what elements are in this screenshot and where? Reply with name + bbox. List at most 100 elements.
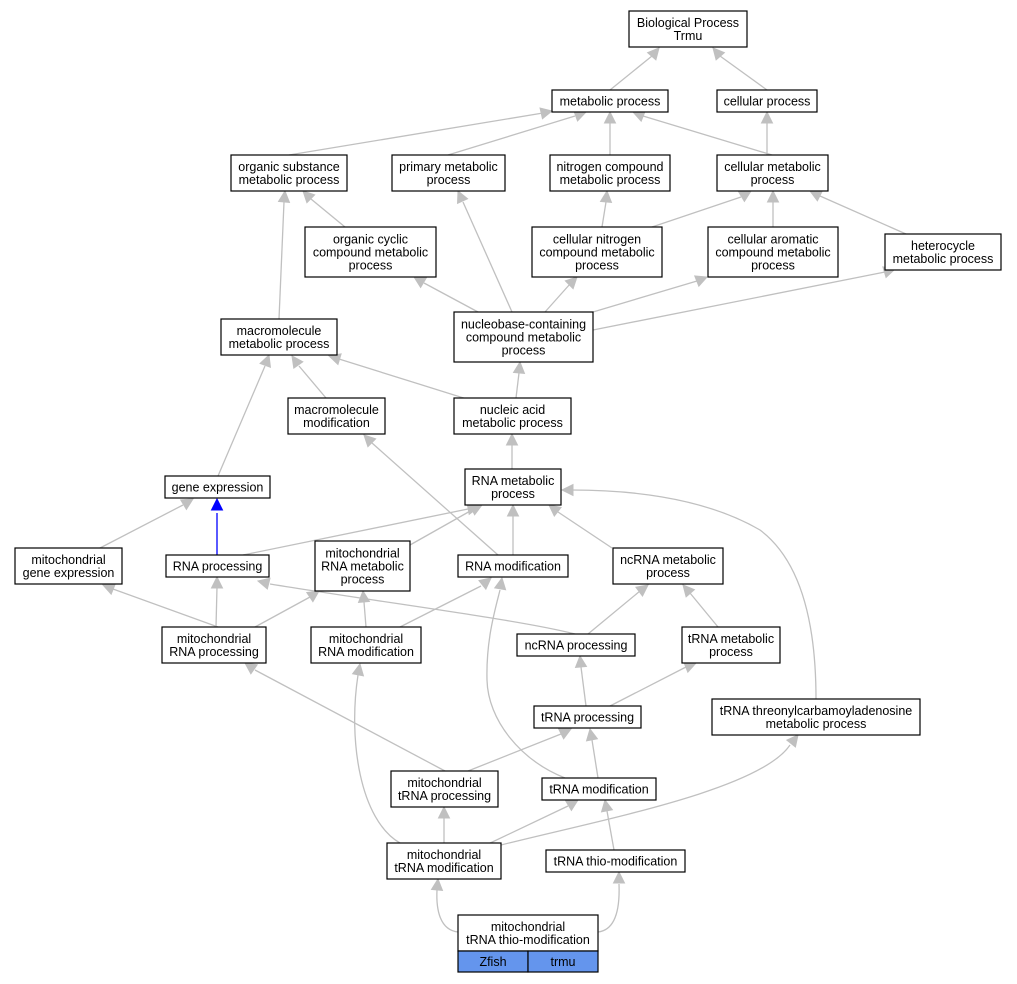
- term-label-line: RNA modification: [465, 560, 561, 574]
- edge-arrowhead: [682, 584, 696, 598]
- term-label-line: process: [502, 344, 546, 358]
- edge-line: [112, 588, 219, 628]
- term-label-line: metabolic process: [560, 95, 661, 109]
- edge-cellular-bp: [712, 47, 768, 91]
- go-term-metab[interactable]: metabolic process: [551, 89, 669, 113]
- term-label-line: tRNA thio-modification: [466, 933, 590, 947]
- edge-line: [515, 372, 520, 399]
- edge-arrowhead: [785, 734, 799, 748]
- go-term-trna-thio[interactable]: tRNA thio-modification: [545, 849, 686, 873]
- edge-arrowhead: [478, 577, 492, 591]
- term-label-line: RNA processing: [169, 645, 259, 659]
- go-term-trna-proc[interactable]: tRNA processing: [533, 705, 642, 729]
- edge-line: [278, 201, 285, 320]
- edge-arrowhead: [512, 360, 526, 375]
- go-term-trna-threonyl[interactable]: tRNA threonylcarbamoyladenosinemetabolic…: [711, 698, 921, 736]
- term-box: [391, 154, 506, 192]
- go-term-rna-mod[interactable]: RNA modification: [457, 554, 569, 578]
- edge-line: [338, 358, 471, 401]
- term-box: [230, 154, 348, 192]
- edge-arrowhead: [357, 589, 371, 604]
- edge-line: [354, 674, 401, 844]
- term-label-line: mitochondrial: [177, 632, 251, 646]
- go-term-cellular[interactable]: cellular process: [716, 89, 818, 113]
- gene-cell-1[interactable]: trmu: [527, 950, 599, 973]
- term-label-line: metabolic process: [239, 173, 340, 187]
- term-label-line: process: [427, 173, 471, 187]
- edge-arrowhead: [760, 110, 774, 124]
- edge-rnamod-rnametab: [506, 503, 520, 555]
- term-box: [457, 914, 599, 952]
- term-label-line: RNA modification: [318, 645, 414, 659]
- term-label-line: ncRNA metabolic: [620, 553, 716, 567]
- edge-arrowhead: [437, 805, 451, 819]
- edge-arrowhead: [277, 189, 291, 204]
- term-box: [457, 554, 569, 578]
- term-label-line: gene expression: [23, 566, 115, 580]
- edge-trnathio-trnamod: [600, 798, 615, 851]
- term-label-line: mitochondrial: [31, 553, 105, 567]
- edge-nucleo-primary: [457, 189, 513, 313]
- graph-edges: [99, 47, 907, 933]
- edge-line: [462, 201, 513, 313]
- edge-nucleic-macro: [327, 353, 471, 401]
- edge-line: [651, 196, 742, 228]
- edge-arrowhead: [564, 799, 579, 812]
- term-box: [884, 233, 1002, 271]
- go-term-gene-expr[interactable]: gene expression: [164, 475, 271, 499]
- term-label-line: process: [349, 259, 393, 273]
- go-term-rna-proc[interactable]: RNA processing: [165, 554, 270, 578]
- term-label-line: Biological Process: [637, 16, 739, 30]
- edge-line: [447, 115, 576, 156]
- term-box: [161, 626, 267, 664]
- gene-cell-0[interactable]: Zfish: [457, 950, 529, 973]
- edge-line: [254, 669, 446, 772]
- term-box: [551, 89, 669, 113]
- edge-line: [597, 883, 620, 933]
- edge-ncrnaproc-ncrnam: [587, 584, 649, 635]
- term-label-line: macromolecule: [237, 324, 322, 338]
- term-label-line: process: [646, 566, 690, 580]
- edge-mitornaproc-mitog: [101, 583, 219, 628]
- edge-org_cyclic-org_sub: [302, 190, 346, 228]
- edge-arrowhead: [600, 798, 614, 813]
- edge-mitogene-gene: [99, 498, 194, 549]
- edge-arrowhead: [259, 353, 271, 368]
- term-label-line: nucleic acid: [480, 403, 545, 417]
- term-label-line: cellular process: [724, 95, 811, 109]
- term-label-line: process: [575, 259, 619, 273]
- edge-nitrogen-metab: [603, 110, 617, 155]
- go-term-trna-mod[interactable]: tRNA modification: [541, 777, 657, 801]
- edge-arrowhead: [363, 434, 377, 448]
- go-term-ncrna-proc[interactable]: ncRNA processing: [516, 633, 636, 657]
- term-label-line: modification: [303, 416, 370, 430]
- edge-metab-bp: [609, 47, 660, 91]
- term-box: [711, 698, 921, 736]
- term-label-line: mitochondrial: [329, 632, 403, 646]
